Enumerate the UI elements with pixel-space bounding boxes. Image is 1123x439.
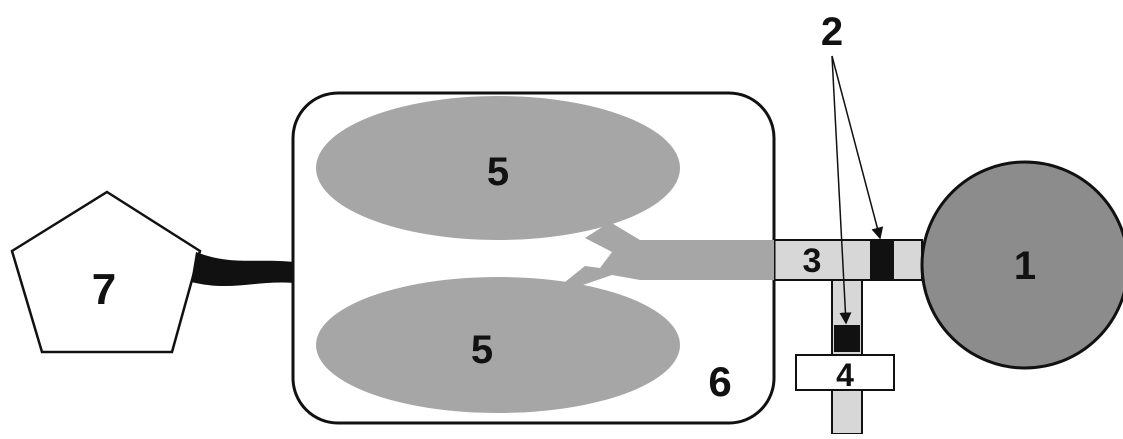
label-device: 7	[92, 265, 116, 314]
outlet-tube-lower	[831, 389, 863, 435]
marker-outlet-tube	[834, 325, 860, 352]
label-outlet: 4	[836, 357, 854, 393]
pointer-arrow-to-outlet-marker	[831, 55, 852, 325]
label-enclosure: 6	[708, 358, 731, 405]
label-chamber-bottom: 5	[471, 328, 493, 372]
device-pentagon	[10, 190, 202, 354]
device-cable	[191, 252, 294, 287]
lobe-bottom	[316, 277, 680, 413]
label-chamber-top: 5	[487, 150, 509, 194]
lobe-top	[316, 96, 680, 240]
source-circle	[920, 160, 1123, 370]
label-source: 1	[1014, 244, 1036, 288]
label-markers: 2	[821, 10, 843, 54]
outlet-box	[795, 354, 895, 391]
marker-main-tube	[870, 240, 894, 280]
airway-tree	[545, 222, 774, 298]
label-junction: 3	[803, 242, 822, 280]
pointer-arrow-to-main-marker	[831, 55, 884, 240]
main-tube	[771, 239, 923, 281]
